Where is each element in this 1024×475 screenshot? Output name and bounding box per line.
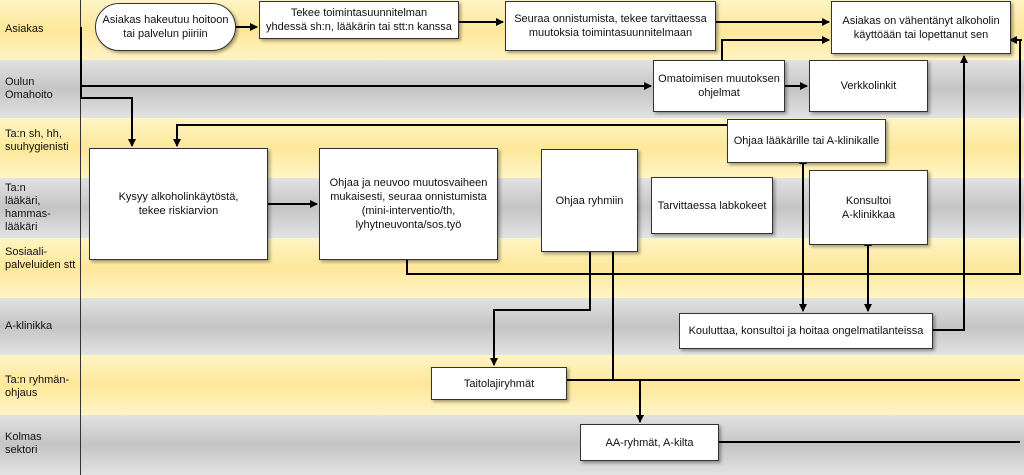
node-outcome: Asiakas on vähentänyt alkoholin käyttöää…: [831, 1, 1011, 54]
lane-divider: [80, 0, 81, 475]
node-weblinks: Verkkolinkit: [809, 60, 928, 112]
lane-label: Sosiaali- palveluiden stt: [5, 246, 76, 271]
node-start: Asiakas hakeutuu hoitoon tai palvelun pi…: [95, 3, 236, 51]
node-aa: AA-ryhmät, A-kilta: [580, 424, 719, 461]
lane-kolmas: [0, 415, 1024, 475]
node-follow: Seuraa onnistumista, tekee tarvittaessa …: [505, 1, 716, 51]
lane-label: A-klinikka: [5, 320, 53, 332]
node-groups: Ohjaa ryhmiin: [541, 149, 638, 252]
node-guide: Ohjaa ja neuvoo muutosvaiheen mukaisesti…: [319, 148, 498, 260]
lane-label: Asiakas: [5, 23, 44, 35]
lane-label: Oulun Omahoito: [5, 76, 53, 101]
lane-label: Ta:n lääkäri, hammas- lääkäri: [5, 182, 51, 233]
lane-label: Ta:n sh, hh, suuhygienisti: [5, 128, 69, 153]
node-train: Kouluttaa, konsultoi ja hoitaa ongelmati…: [679, 313, 933, 349]
node-refer: Ohjaa lääkärille tai A-klinikalle: [727, 119, 886, 163]
lane-label: Kolmas sektori: [5, 431, 42, 456]
node-lab: Tarvittaessa labkokeet: [651, 177, 773, 234]
node-skills: Taitolajiryhmät: [431, 367, 567, 400]
lane-label: Ta:n ryhmän- ohjaus: [5, 374, 70, 399]
node-consult: Konsultoi A-klinikkaa: [809, 170, 928, 245]
node-selfcare: Omatoimisen muutoksen ohjelmat: [653, 60, 785, 112]
node-plan: Tekee toimintasuunnitelman yhdessä sh:n,…: [259, 1, 459, 39]
node-ask: Kysyy alkoholinkäytöstä, tekee riskiarvi…: [89, 148, 268, 260]
